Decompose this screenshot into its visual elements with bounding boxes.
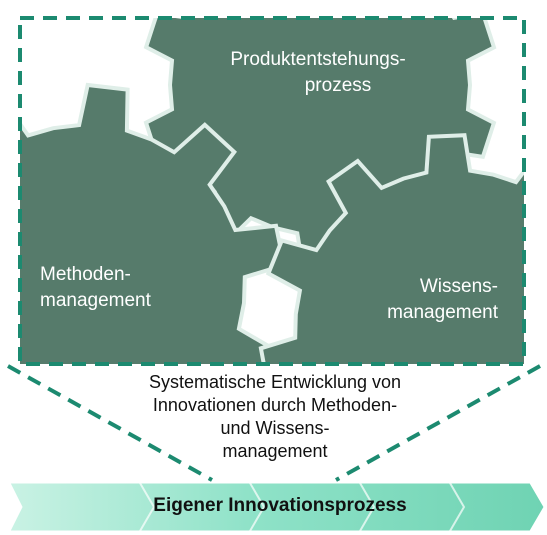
gear-label-product-line2: prozess — [304, 75, 372, 96]
gear-label-knowledge-line1: Wissens- — [419, 276, 498, 297]
caption-line3: und Wissens- — [220, 418, 330, 438]
funnel-caption: Systematische Entwicklung von Innovation… — [80, 371, 470, 463]
gear-label-method-line1: Methoden- — [40, 264, 131, 285]
gear-label-knowledge: Wissens- management — [360, 274, 498, 326]
gear-label-method-line2: management — [40, 290, 151, 311]
gear-label-knowledge-line2: management — [387, 302, 498, 323]
gear-wissensmanagement — [258, 133, 524, 364]
gear-methodenmanagement — [20, 82, 287, 364]
gear-label-product: Produktentstehungs- prozess — [203, 47, 433, 99]
caption-line2: Innovationen durch Methoden- — [152, 395, 398, 415]
caption-line1: Systematische Entwicklung von — [148, 372, 402, 392]
caption-line4: management — [222, 441, 328, 461]
gear-label-method: Methoden- management — [40, 262, 151, 314]
funnel-right-line — [335, 364, 541, 482]
process-label: Eigener Innovationsprozess — [153, 495, 407, 516]
dashed-frame — [18, 16, 526, 366]
process-arrow-bar — [9, 482, 545, 532]
funnel-left-line — [7, 364, 213, 482]
gear-label-product-line1: Produktentstehungs- — [230, 49, 406, 70]
